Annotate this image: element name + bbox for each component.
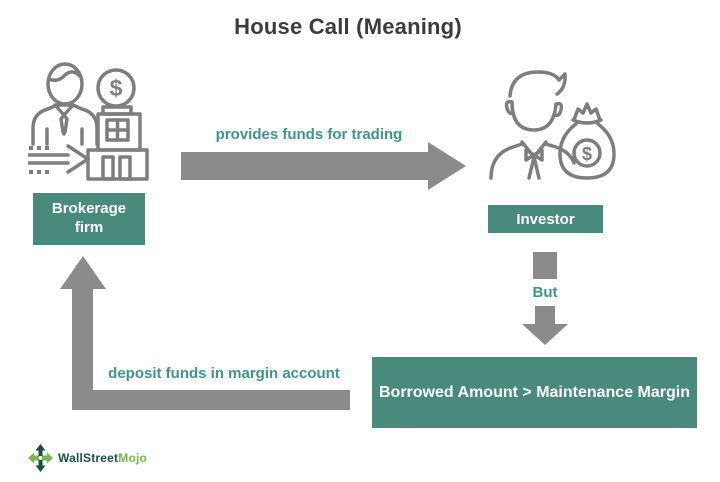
brokerage-firm-building-icon: $ — [28, 62, 149, 181]
condition-node: Borrowed Amount > Maintenance Margin — [372, 357, 697, 428]
but-arrow-segment-bottom — [535, 306, 555, 324]
investor-money-bag-icon: $ — [489, 70, 616, 180]
brand-logo: WallStreetMojo — [28, 444, 147, 472]
investor-node: Investor — [488, 205, 603, 233]
dollar-sign-glyph: $ — [110, 75, 123, 101]
deposit-arrow-vertical-shaft — [72, 288, 93, 410]
deposit-arrow-horizontal-shaft — [72, 390, 350, 410]
dollar-sign-glyph: $ — [582, 144, 592, 164]
provides-funds-arrow-head — [428, 142, 466, 190]
deposit-arrow-up-head — [60, 256, 106, 289]
logo-text: WallStreetMojo — [58, 451, 147, 465]
brokerage-firm-node: Brokerage firm — [33, 193, 145, 245]
provides-funds-label: provides funds for trading — [215, 126, 403, 143]
logo-text-primary: WallStreet — [58, 451, 119, 465]
but-label: But — [532, 284, 558, 301]
but-arrow-head — [522, 324, 568, 345]
deposit-funds-label: deposit funds in margin account — [108, 365, 340, 382]
diagram-title: House Call (Meaning) — [234, 14, 462, 39]
wallstreetmojo-compass-icon — [28, 444, 53, 472]
but-arrow-segment-top — [533, 252, 557, 279]
provides-funds-arrow-shaft — [181, 152, 428, 180]
logo-text-secondary: Mojo — [118, 451, 148, 465]
